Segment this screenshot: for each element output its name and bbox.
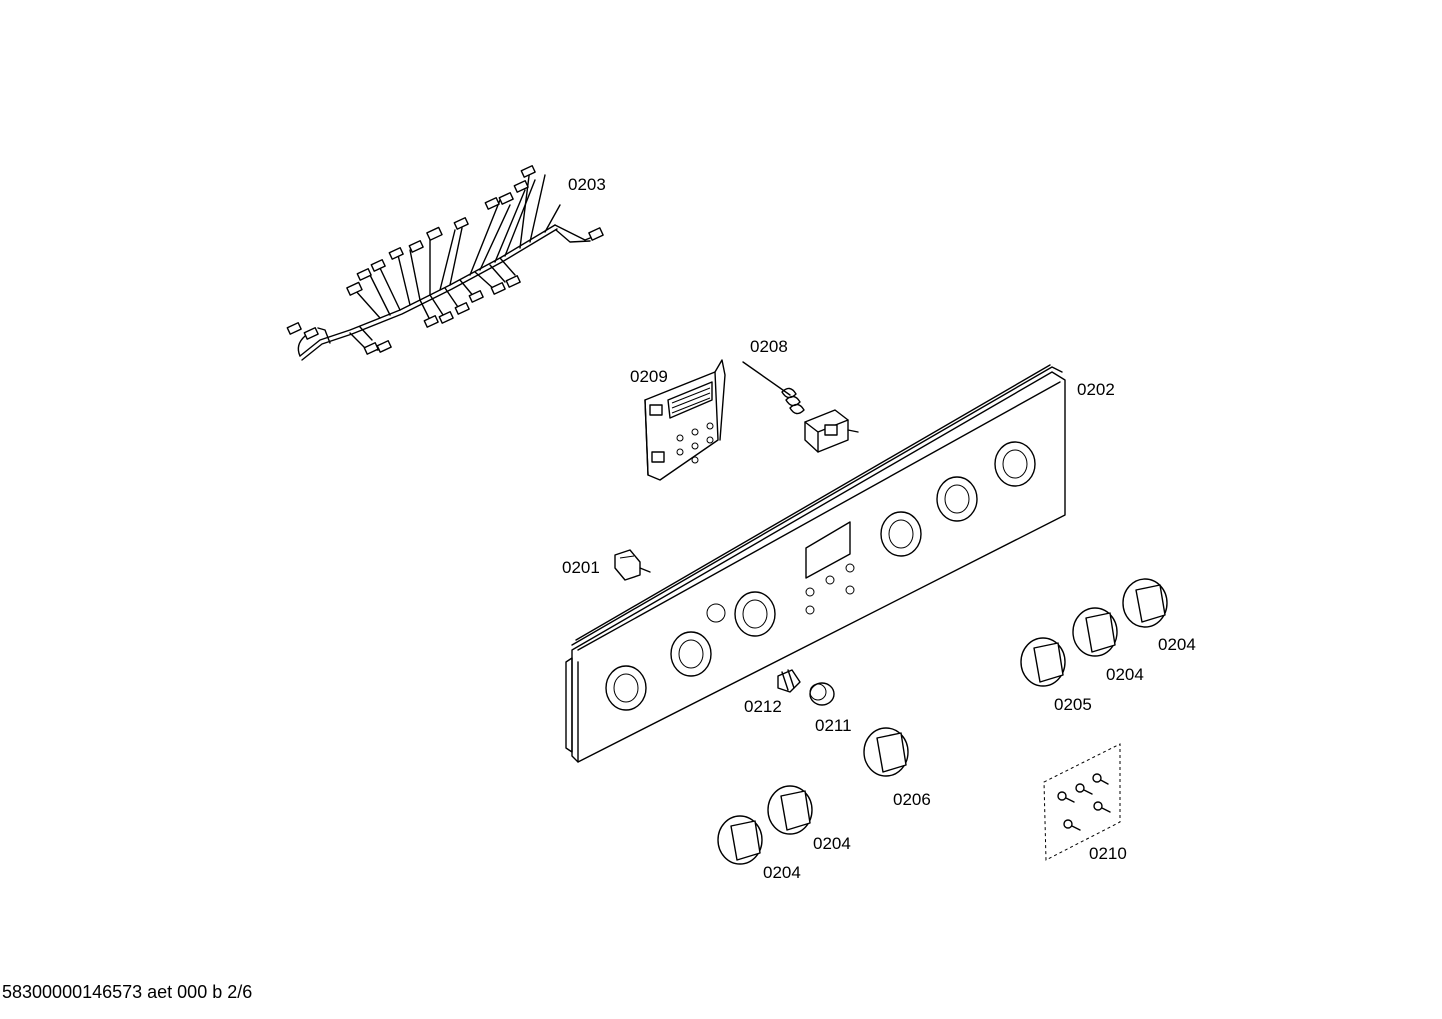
knobs [717,578,1168,865]
knob-0204-mid-right [1072,607,1118,657]
callout-0203: 0203 [568,175,606,194]
callout-0204-top-right: 0204 [1158,635,1196,654]
callout-0211: 0211 [815,716,852,735]
callout-0205: 0205 [1054,695,1092,714]
knob-0204-bottom-left [717,815,763,865]
knob-0206 [863,727,909,777]
callout-0212: 0212 [744,697,782,716]
indicator-lens [809,682,835,706]
lamp-holder [777,669,801,693]
callout-0201: 0201 [562,558,600,577]
callout-0204-bottom-left: 0204 [763,863,801,882]
control-panel [565,364,1066,763]
clock-module [644,359,726,481]
wiring-harness [286,165,604,361]
document-footer-code: 58300000146573 aet 000 b 2/6 [2,982,253,1002]
callout-0206: 0206 [893,790,931,809]
callout-0202: 0202 [1077,380,1115,399]
callout-0204-bottom-mid: 0204 [813,834,851,853]
callout-0210: 0210 [1089,844,1127,863]
screw-kit [1043,743,1121,861]
knob-0204-bottom-mid [767,785,813,835]
knob-0205 [1020,637,1066,687]
callout-0209: 0209 [630,367,668,386]
thermostat [742,361,859,453]
callout-0204-mid-right: 0204 [1106,665,1144,684]
callout-0208: 0208 [750,337,788,356]
switch-part [614,549,651,581]
knob-0204-top-right [1122,578,1168,628]
